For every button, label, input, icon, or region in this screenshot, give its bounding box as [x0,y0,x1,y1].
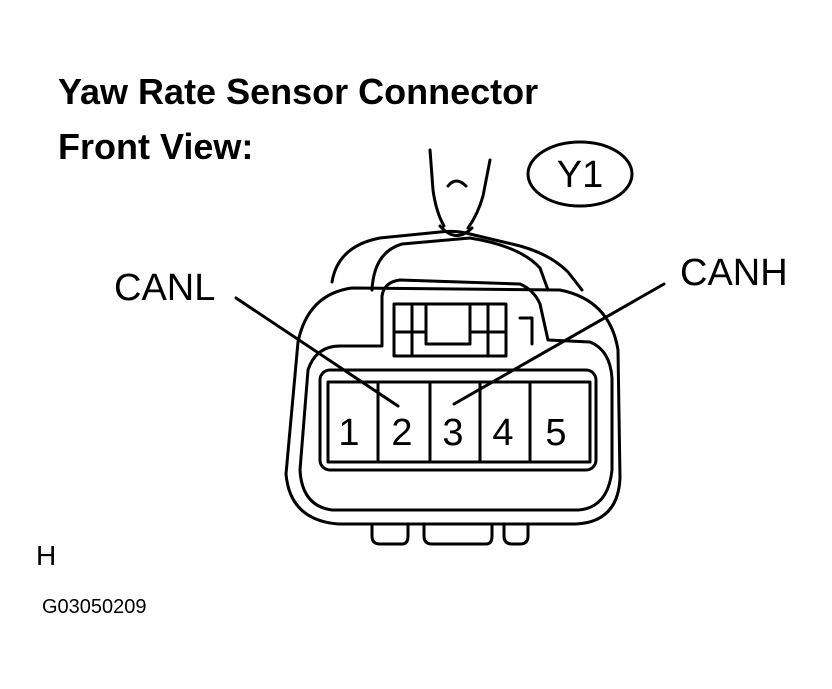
terminal-cavity-outline [318,368,598,472]
connector-inner-shell [298,278,614,512]
connector-latch [370,236,550,292]
terminal-cavity [326,380,592,464]
pin-1: 1 [338,412,359,454]
pin-3: 3 [442,412,463,454]
bottom-tab-right [502,522,530,546]
connector-id-label: Y1 [557,154,603,196]
corner-mark: H [36,540,57,571]
bottom-tab-center [422,522,494,546]
canh-label: CANH [680,252,788,294]
pin-2: 2 [391,412,412,454]
canl-leader-line [234,296,400,408]
connector-housing [284,286,622,526]
latch-slot [424,302,472,346]
canh-leader-line [452,282,666,406]
connector-id-ellipse [526,140,634,208]
canl-label: CANL [114,267,215,309]
bottom-tab-left [370,522,410,546]
diagram-subtitle: Front View: [58,126,254,167]
pin-dividers [376,380,532,464]
diagram-title: Yaw Rate Sensor Connector [58,71,539,112]
pin-4: 4 [492,412,513,454]
wire-harness [428,148,492,237]
pin-5: 5 [545,412,566,454]
connector-hood [330,229,584,292]
figure-code: G03050209 [42,596,147,618]
